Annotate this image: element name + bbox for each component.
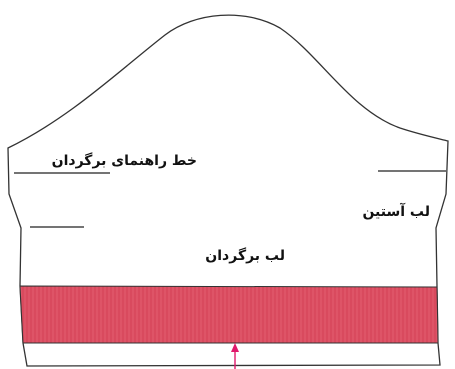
arrow-up-icon bbox=[231, 343, 239, 369]
fold-edge-label: لب برگردان bbox=[205, 248, 285, 264]
sleeve-outline bbox=[7, 14, 449, 367]
fold-guide-line-label: خط راهنمای برگردان bbox=[51, 153, 197, 169]
sleeve-edge-label: لب آستین bbox=[362, 204, 430, 220]
fold-band bbox=[19, 285, 439, 344]
